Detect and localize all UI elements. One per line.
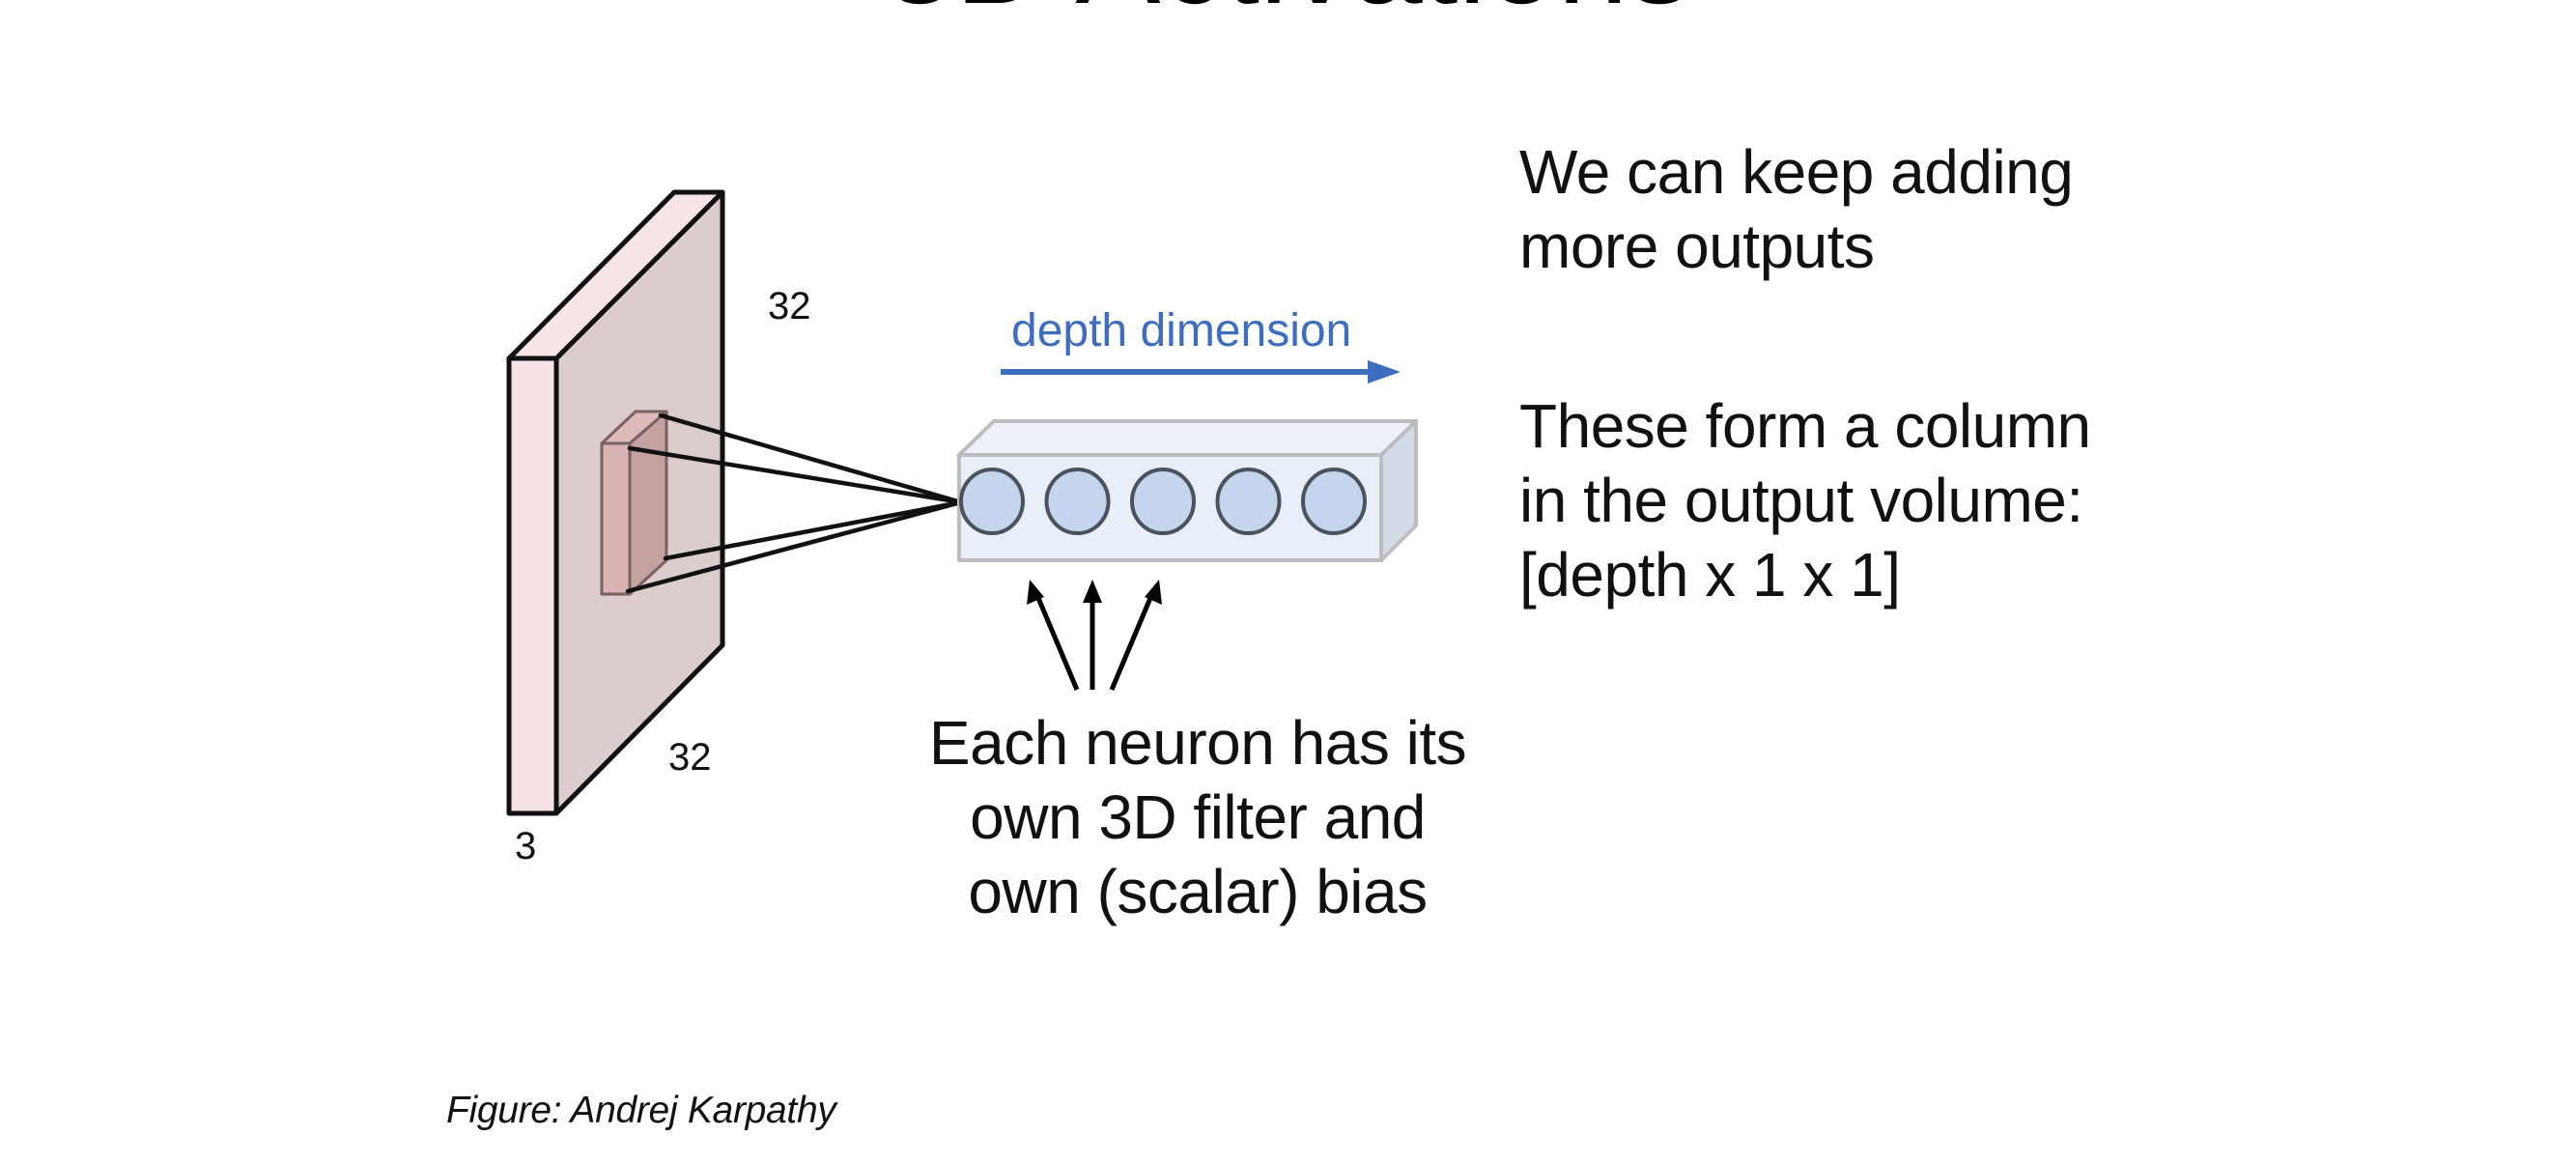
pointer-arrow-center-head [1083, 580, 1102, 603]
pointer-arrow-right [1109, 590, 1156, 691]
notes-paragraph-2: These form a column in the output volume… [1519, 389, 2091, 612]
notes-line: We can keep adding [1519, 137, 2074, 207]
notes-line: in the output volume: [1519, 466, 2083, 535]
input-height-label: 32 [768, 285, 811, 327]
slide-title: 3D Activations [0, 0, 2576, 23]
receptive-field-front-face [600, 441, 632, 596]
neuron-circle [1044, 468, 1111, 535]
connection-line [658, 412, 964, 505]
neuron-circle [1215, 468, 1282, 535]
neuron-pointer-arrows [1027, 580, 1162, 691]
notes-line: [depth x 1 x 1] [1519, 540, 1901, 610]
neuron-circle [1301, 468, 1367, 535]
connection-lines [625, 412, 964, 594]
pointer-arrow-left-head [1027, 580, 1044, 605]
notes-line: more outputs [1519, 212, 1875, 281]
neuron-circle [1130, 468, 1196, 535]
input-depth-label: 3 [515, 825, 536, 867]
neuron-note-line-2: own 3D filter and [970, 782, 1426, 852]
output-column-top-face [957, 419, 1418, 457]
input-width-label: 32 [668, 736, 712, 779]
pointer-arrow-left [1033, 590, 1080, 691]
depth-arrow-head [1368, 360, 1401, 383]
depth-dimension-label: depth dimension [1011, 305, 1351, 356]
figure-caption: Figure: Andrej Karpathy [446, 1090, 836, 1131]
connection-line [625, 499, 964, 594]
neurons [959, 468, 1367, 535]
input-volume-front-face [506, 355, 559, 816]
neuron-circle [959, 468, 1025, 535]
neuron-note-line-1: Each neuron has its [929, 708, 1466, 778]
pointer-arrow-right-head [1145, 580, 1162, 605]
output-column [957, 419, 1418, 562]
depth-dimension-arrow: depth dimension [1001, 305, 1401, 383]
notes-line: These form a column [1519, 391, 2091, 461]
connection-line [627, 445, 964, 505]
neuron-note-line-3: own (scalar) bias [968, 857, 1427, 926]
neuron-note: Each neuron has its own 3D filter and ow… [929, 708, 1467, 926]
connection-line [663, 499, 964, 561]
receptive-field [600, 410, 668, 596]
notes-paragraph-1: We can keep adding more outputs [1519, 135, 2074, 284]
